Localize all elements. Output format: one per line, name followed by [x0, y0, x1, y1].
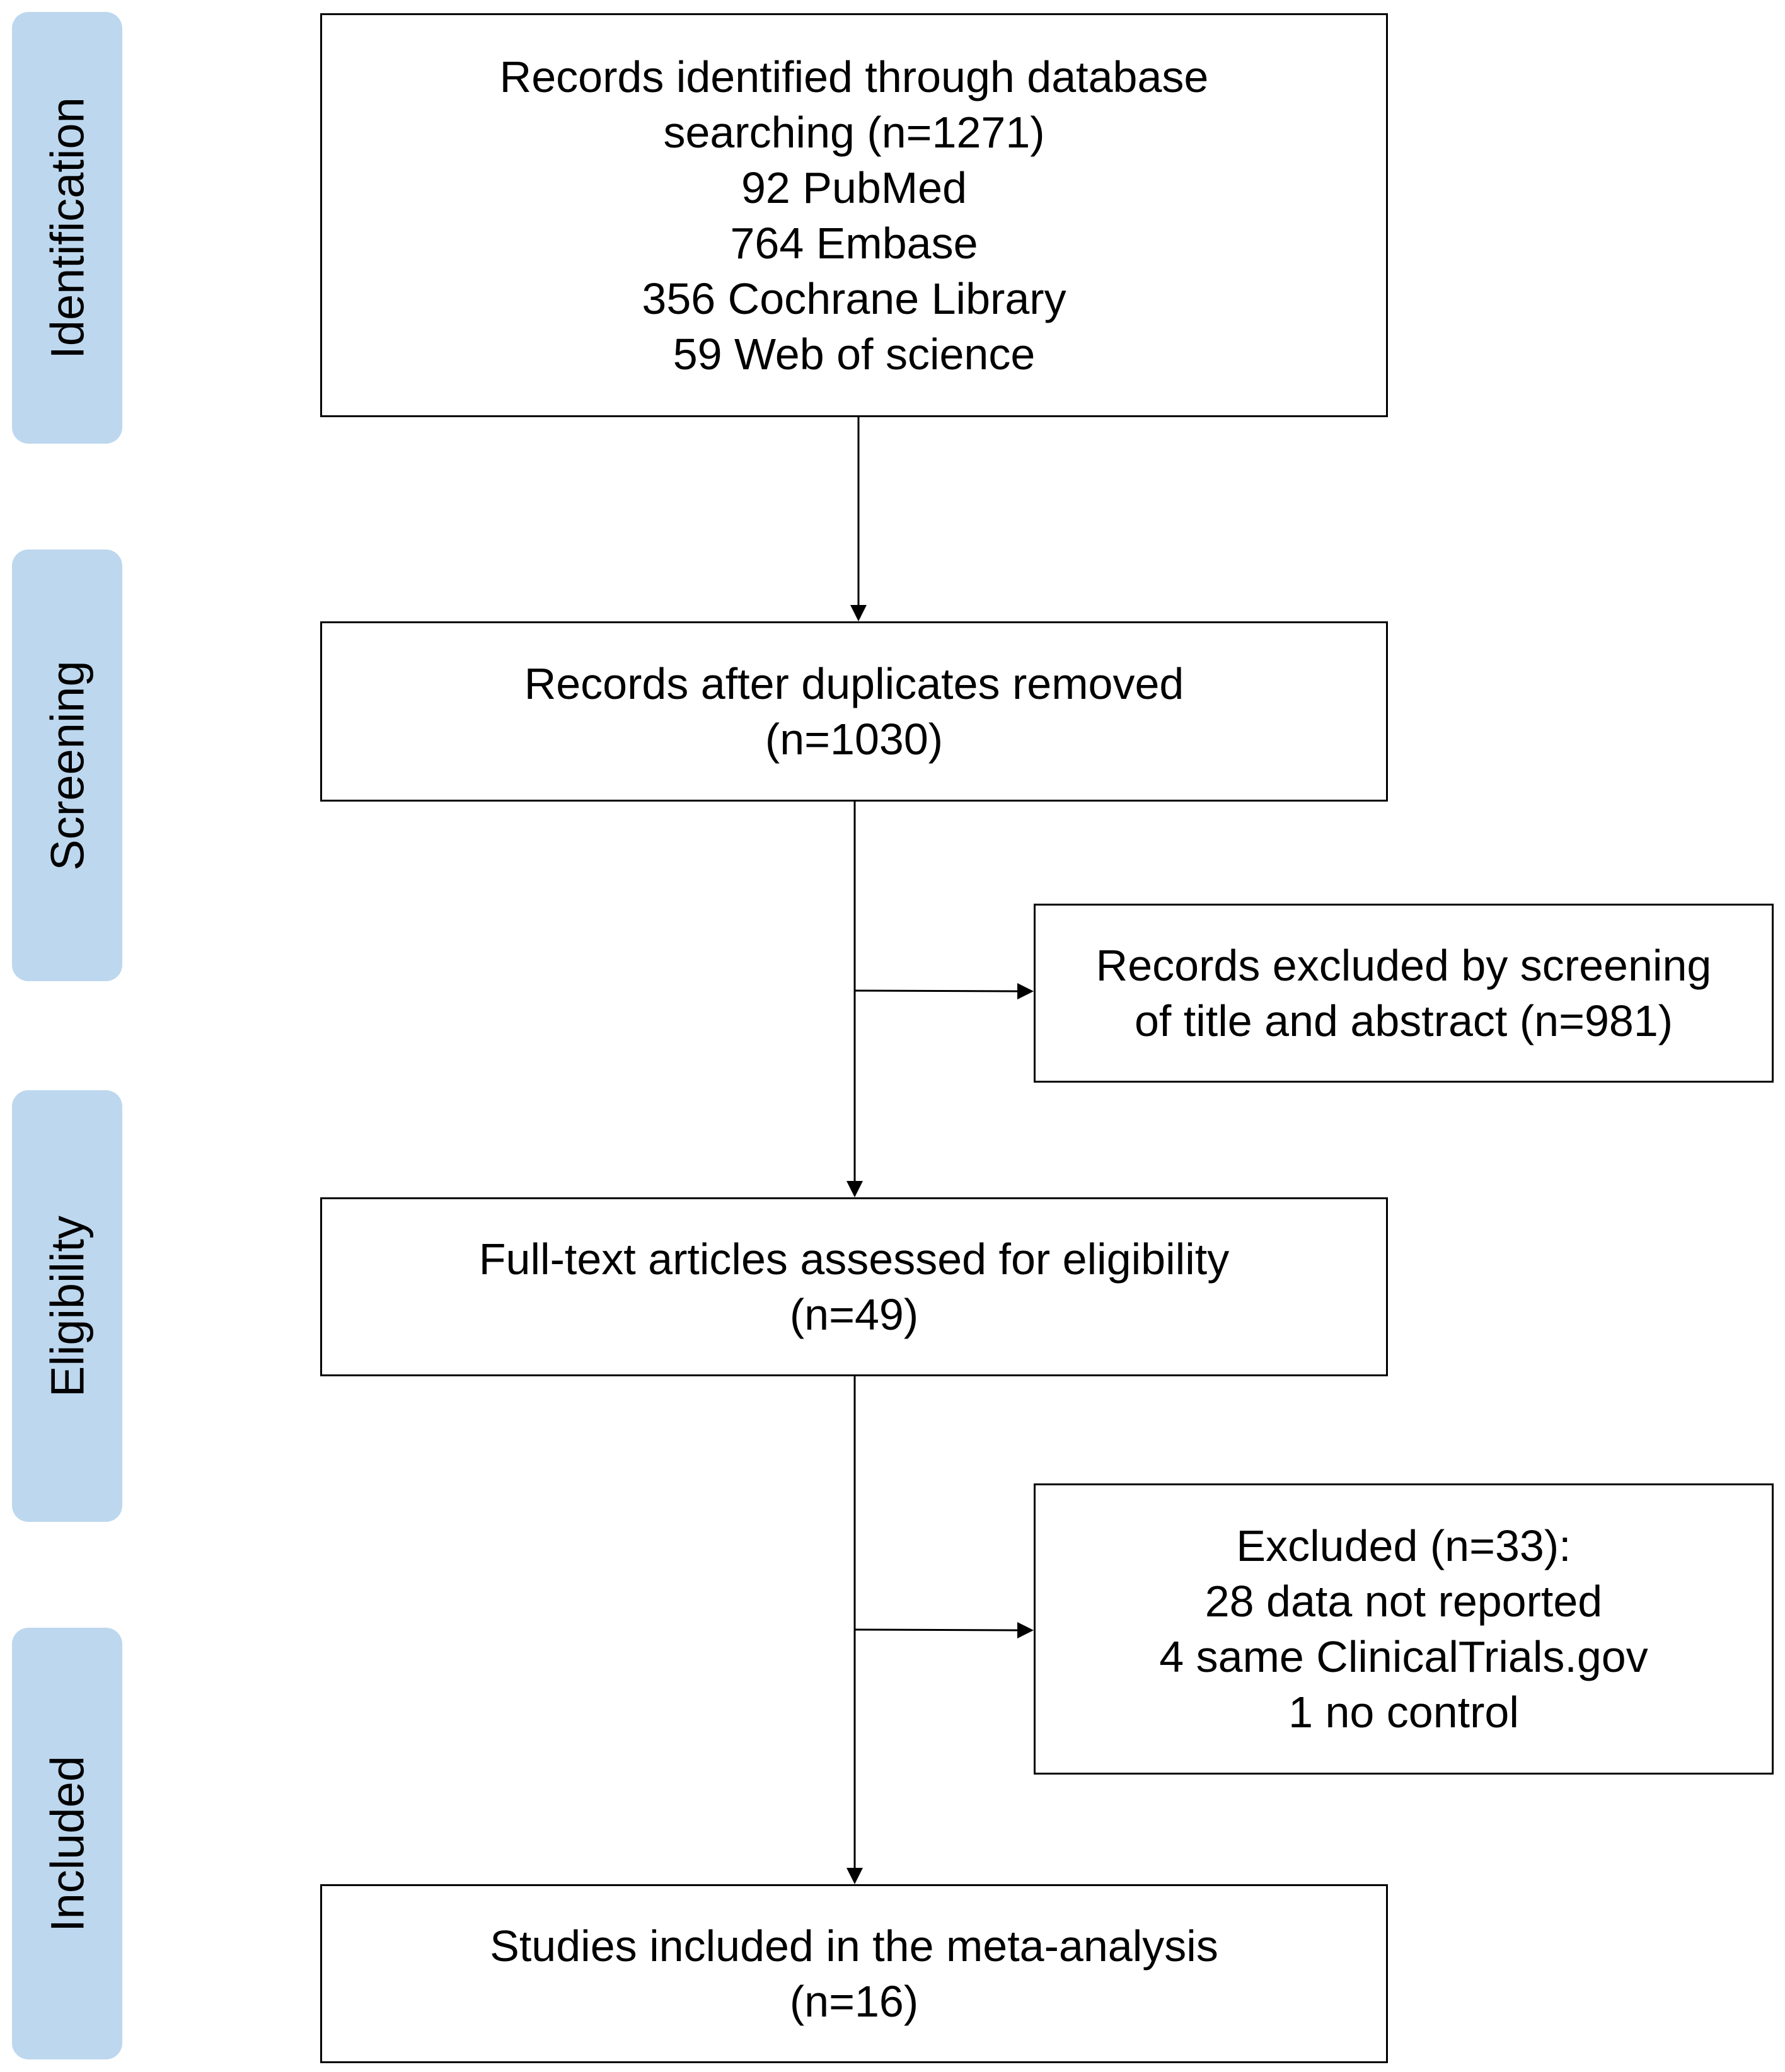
identified-line-6: 59 Web of science: [673, 329, 1036, 379]
stage-identification: Identification: [12, 12, 122, 444]
excluded-screening-line-1: Records excluded by screening: [1095, 941, 1712, 990]
identified-line-5: 356 Cochrane Library: [642, 273, 1066, 323]
stage-eligibility: Eligibility: [12, 1090, 122, 1522]
stage-screening: Screening: [12, 550, 122, 981]
identified-line-4: 764 Embase: [730, 218, 978, 268]
excluded-screening-line-2: of title and abstract (n=981): [1134, 996, 1673, 1045]
excluded-full-text-line-4: 1 no control: [1288, 1688, 1519, 1737]
included-line-1: Studies included in the meta-analysis: [490, 1921, 1218, 1971]
arrow-eligibility-to-included: [846, 1376, 863, 1884]
identified-line-3: 92 PubMed: [741, 163, 968, 212]
box-studies-included: Studies included in the meta-analysis (n…: [320, 1884, 1388, 2063]
excluded-full-text-line-2: 28 data not reported: [1204, 1577, 1603, 1626]
arrow-to-excluded-full-text: [854, 1622, 1034, 1638]
full-text-line-1: Full-text articles assessed for eligibil…: [478, 1235, 1230, 1284]
arrow-screening-to-eligibility: [846, 802, 863, 1197]
box-records-excluded-screening: Records excluded by screening of title a…: [1034, 904, 1774, 1083]
box-records-after-duplicates: Records after duplicates removed (n=1030…: [320, 621, 1388, 802]
included-line-2: (n=16): [789, 1977, 919, 2026]
after-duplicates-line-2: (n=1030): [765, 715, 944, 764]
stage-included: Included: [12, 1628, 122, 2059]
box-full-text-assessed: Full-text articles assessed for eligibil…: [320, 1197, 1388, 1376]
identified-line-2: searching (n=1271): [663, 107, 1045, 157]
excluded-full-text-line-3: 4 same ClinicalTrials.gov: [1159, 1632, 1648, 1681]
identified-line-1: Records identified through database: [499, 52, 1209, 101]
arrow-to-excluded-screening: [854, 983, 1034, 999]
full-text-line-2: (n=49): [789, 1290, 919, 1339]
after-duplicates-line-1: Records after duplicates removed: [524, 659, 1184, 708]
excluded-full-text-line-1: Excluded (n=33):: [1236, 1521, 1571, 1570]
box-excluded-full-text: Excluded (n=33): 28 data not reported 4 …: [1034, 1483, 1774, 1775]
box-records-identified: Records identified through database sear…: [320, 13, 1388, 417]
arrow-identified-to-screening: [850, 417, 867, 621]
